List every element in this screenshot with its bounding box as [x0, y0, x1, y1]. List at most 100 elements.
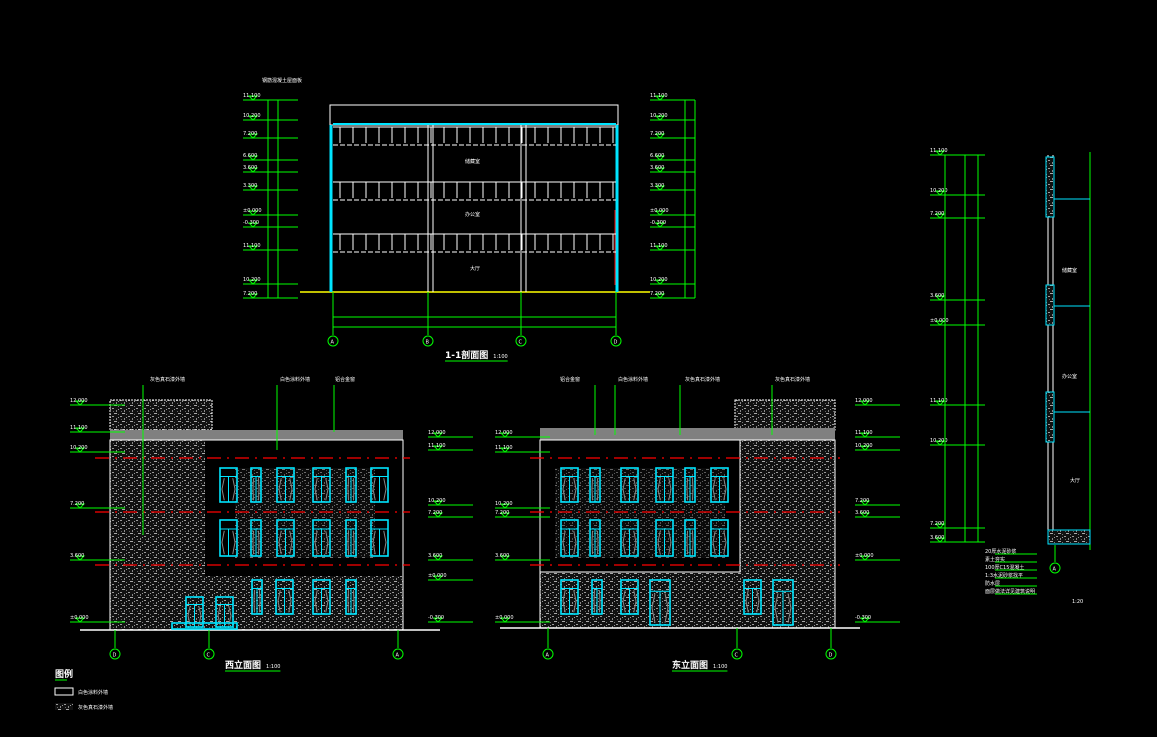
level-label: ±0.000 — [243, 208, 262, 214]
level-label: ±0.000 — [428, 573, 447, 579]
detail-foundation — [1047, 529, 1091, 545]
window-opening — [593, 590, 601, 613]
level-mark-icon — [654, 293, 666, 299]
level-mark-icon — [859, 512, 871, 518]
level-label: 7.200 — [650, 131, 664, 137]
level-mark-icon — [654, 279, 666, 285]
level-label: ±0.000 — [495, 615, 514, 621]
level-label: 7.200 — [495, 510, 509, 516]
level-label: 7.200 — [243, 291, 257, 297]
west-note: 铝合金窗 — [335, 376, 355, 383]
window-opening — [562, 478, 577, 501]
level-mark-icon — [499, 447, 511, 453]
window-opening — [591, 530, 599, 555]
detail-slab — [1045, 391, 1055, 443]
level-mark-icon — [499, 512, 511, 518]
level-label: 3.600 — [428, 553, 442, 559]
grid-label: A — [1053, 567, 1057, 573]
grid-label: C — [519, 340, 523, 346]
window-opening — [314, 530, 329, 555]
level-label: 10.200 — [930, 438, 948, 444]
layer-label: 面层做法详见建筑说明 — [985, 588, 1035, 595]
grid-bubble — [392, 648, 404, 660]
detail-room-label: 大厅 — [1070, 477, 1080, 484]
west-title: 西立面图 — [225, 659, 261, 671]
level-mark-icon — [654, 245, 666, 251]
west-note: 灰色真石漆外墙 — [150, 376, 185, 383]
level-mark-icon — [432, 617, 444, 623]
level-mark-icon — [934, 523, 946, 529]
section-room-label: 大厅 — [470, 265, 480, 272]
level-mark-icon — [934, 213, 946, 219]
wall-detail: 储藏室 办公室 大厅 1:20 11.10010.2007.2003.600±0… — [930, 148, 1091, 605]
grid-label: D — [829, 653, 833, 659]
level-label: 3.600 — [243, 165, 257, 171]
grid-bubble — [327, 335, 339, 347]
grid-bubble — [542, 648, 554, 660]
east-scale: 1:100 — [713, 664, 727, 670]
level-mark-icon — [247, 222, 259, 228]
grid-label: D — [614, 340, 618, 346]
level-mark-icon — [432, 445, 444, 451]
level-label: ±0.000 — [70, 615, 89, 621]
level-label: 10.200 — [855, 443, 873, 449]
layer-label: 防水层 — [985, 580, 1000, 587]
west-parapet-band — [110, 430, 403, 440]
level-label: 7.200 — [930, 521, 944, 527]
level-mark-icon — [74, 400, 86, 406]
grid-label: D — [113, 653, 117, 659]
grid-label: A — [396, 653, 400, 659]
level-mark-icon — [247, 155, 259, 161]
level-mark-icon — [654, 222, 666, 228]
level-mark-icon — [499, 555, 511, 561]
level-mark-icon — [654, 133, 666, 139]
window-opening — [372, 478, 387, 501]
section-title: 1-1剖面图 — [445, 349, 488, 361]
east-note: 铝合金窗 — [560, 376, 580, 383]
detail-room-label: 储藏室 — [1062, 267, 1077, 274]
legend-item: 灰色真石漆外墙 — [78, 704, 113, 711]
level-mark-icon — [247, 95, 259, 101]
level-mark-icon — [74, 617, 86, 623]
legend-swatch-textured — [55, 703, 73, 710]
window-opening — [221, 530, 236, 555]
level-mark-icon — [934, 440, 946, 446]
window-opening — [712, 478, 727, 501]
level-label: 3.600 — [70, 553, 84, 559]
level-mark-icon — [432, 512, 444, 518]
window-opening — [314, 478, 329, 501]
west-note: 白色涂料外墙 — [280, 376, 310, 383]
level-label: 10.200 — [428, 498, 446, 504]
layer-label: 1:3水泥砂浆找平 — [985, 572, 1023, 579]
window-opening — [252, 478, 260, 501]
level-label: 12.000 — [70, 398, 88, 404]
level-mark-icon — [432, 432, 444, 438]
grid-label: C — [207, 653, 211, 659]
window-opening — [686, 530, 694, 555]
level-mark-icon — [247, 279, 259, 285]
layer-label: 20厚水泥砂浆 — [985, 548, 1016, 555]
level-label: 7.200 — [70, 501, 84, 507]
level-label: 10.200 — [243, 277, 261, 283]
level-label: 7.200 — [930, 211, 944, 217]
east-textured-wall-right — [740, 440, 835, 628]
level-mark-icon — [859, 555, 871, 561]
detail-slab — [1045, 284, 1055, 326]
level-label: 3.300 — [243, 183, 257, 189]
east-note: 灰色真石漆外墙 — [685, 376, 720, 383]
window-opening — [252, 530, 260, 555]
window-opening — [347, 530, 355, 555]
grid-bubble — [825, 648, 837, 660]
window-opening — [774, 593, 792, 623]
level-label: 7.200 — [855, 498, 869, 504]
level-mark-icon — [432, 555, 444, 561]
window-opening — [562, 530, 577, 555]
level-label: 10.200 — [650, 277, 668, 283]
legend-item: 白色涂料外墙 — [78, 689, 108, 696]
level-mark-icon — [247, 293, 259, 299]
level-mark-icon — [247, 185, 259, 191]
level-label: 11.100 — [495, 445, 513, 451]
detail-room-label: 办公室 — [1062, 373, 1077, 380]
window-opening — [591, 478, 599, 501]
